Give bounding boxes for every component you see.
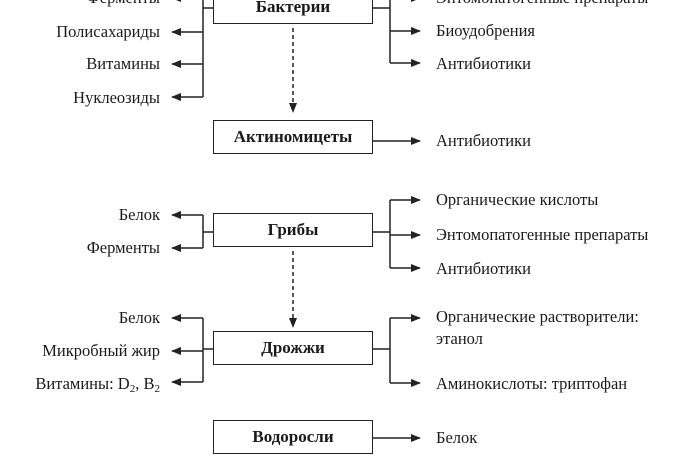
box-yeast: Дрожжи <box>213 331 373 365</box>
label-yeast-protein: Белок <box>118 308 160 327</box>
label-bacteria-vitamins: Витамины <box>86 54 160 73</box>
box-actinomycetes: Актиномицеты <box>213 120 373 154</box>
label-bacteria-biofertilizers: Биоудобрения <box>436 21 535 40</box>
label-yeast-vitamins: Витамины: D2, B2 <box>35 374 160 395</box>
label-bacteria-nucleosides: Нуклеозиды <box>73 88 160 107</box>
box-bacteria: Бактерии <box>213 0 373 24</box>
label-yeast-aminoacids: Аминокислоты: триптофан <box>436 374 628 393</box>
label-fungi-protein: Белок <box>118 205 160 224</box>
label-yeast-solvents: Органические растворители: <box>436 307 639 326</box>
box-fungi: Грибы <box>213 213 373 247</box>
label-bacteria-polysaccharides: Полисахариды <box>56 22 160 41</box>
label-actino-antibiotics: Антибиотики <box>436 131 531 150</box>
label-bacteria-antibiotics: Антибиотики <box>436 54 531 73</box>
label-algae-protein: Белок <box>436 428 478 447</box>
label-fungi-organic-acids: Органические кислоты <box>436 190 599 209</box>
label-yeast-microbial-fat: Микробный жир <box>42 341 160 360</box>
label-fungi-antibiotics: Антибиотики <box>436 259 531 278</box>
label-fungi-entomo: Энтомопатогенные препараты <box>436 225 649 244</box>
label-fungi-enzymes: Ферменты <box>86 238 160 257</box>
label-bacteria-entomo: Энтомопатогенные препараты <box>436 0 648 8</box>
label-bacteria-enzymes: Ферменты <box>87 0 160 8</box>
label-yeast-ethanol: этанол <box>436 329 483 348</box>
box-algae: Водоросли <box>213 420 373 454</box>
